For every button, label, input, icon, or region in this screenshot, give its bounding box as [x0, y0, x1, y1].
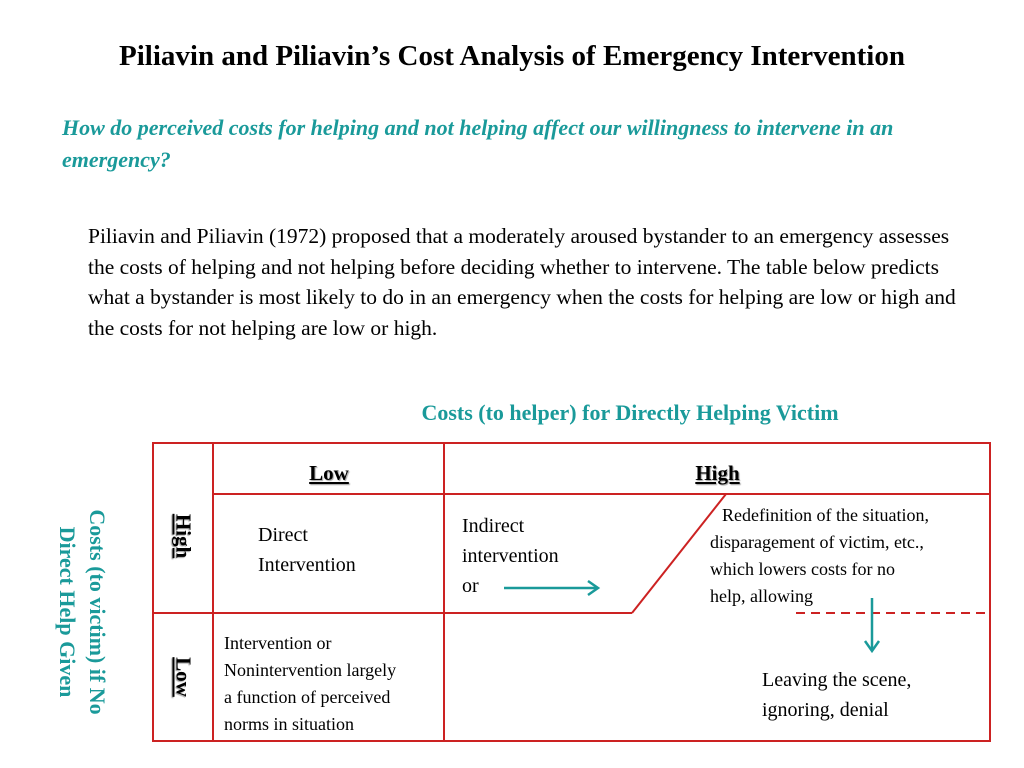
- cell-text-line: Indirect: [462, 515, 525, 537]
- arrow-right-icon: [504, 579, 601, 597]
- column-header-low: Low: [309, 461, 349, 485]
- diagonal-split-line: [631, 493, 727, 614]
- cell-leaving-scene: Leaving the scene, ignoring, denial: [762, 665, 911, 725]
- cell-text-line: help, allowing: [710, 586, 813, 606]
- column-axis-label: Costs (to helper) for Directly Helping V…: [421, 400, 839, 425]
- cell-text-line: Intervention or: [224, 633, 332, 653]
- cell-text-line: a function of perceived: [224, 687, 391, 707]
- cell-text-line: Intervention: [258, 554, 356, 576]
- arrow-down-icon: [863, 598, 881, 654]
- matrix-border: [152, 442, 991, 742]
- cell-redefinition: Redefinition of the situation, disparage…: [710, 502, 990, 610]
- cell-text-line: Redefinition of the situation,: [722, 505, 929, 525]
- intro-paragraph: Piliavin and Piliavin (1972) proposed th…: [88, 224, 956, 340]
- row-header-high: High: [171, 513, 196, 559]
- column-header-high: High: [695, 461, 740, 485]
- cell-text-line: Nonintervention largely: [224, 660, 397, 680]
- cell-text-line: Direct: [258, 524, 308, 546]
- cell-text-line: or: [462, 575, 479, 597]
- cell-text-line: intervention: [462, 545, 559, 567]
- cell-text-line: Leaving the scene,: [762, 669, 912, 691]
- cell-text-line: disparagement of victim, etc.,: [710, 532, 924, 552]
- cell-text-line: which lowers costs for no: [710, 559, 895, 579]
- cell-text-line: norms in situation: [224, 714, 354, 734]
- slide-title: Piliavin and Piliavin’s Cost Analysis of…: [119, 40, 905, 72]
- cell-indirect-intervention: Indirect intervention or: [462, 511, 559, 601]
- cell-norms-dependent: Intervention or Nonintervention largely …: [224, 630, 396, 738]
- cell-direct-intervention: Direct Intervention: [258, 520, 356, 580]
- row-header-low: Low: [171, 657, 196, 697]
- guiding-question: How do perceived costs for helping and n…: [62, 115, 894, 172]
- cell-text-line: ignoring, denial: [762, 699, 889, 721]
